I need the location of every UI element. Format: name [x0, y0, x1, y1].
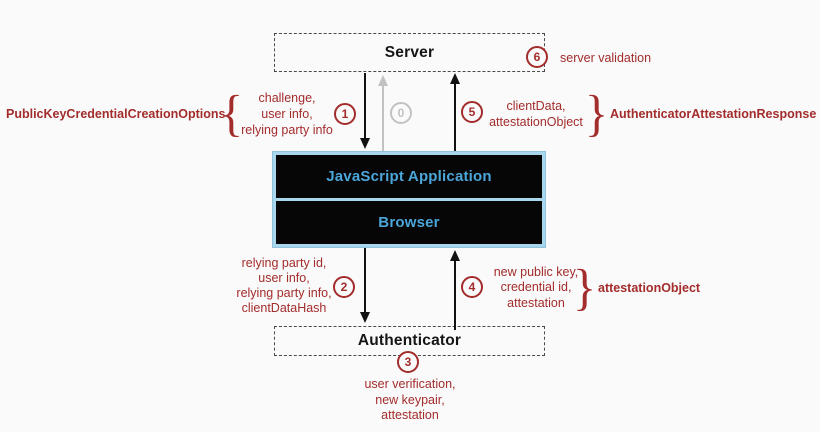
creation-options-items: challenge, user info, relying party info: [241, 90, 333, 137]
js-application-label: JavaScript Application: [326, 168, 492, 185]
attestation-response-label: AuthenticatorAttestationResponse: [610, 107, 817, 121]
step-6-badge: 6: [526, 46, 548, 68]
open-brace: {: [220, 85, 244, 142]
attestation-object-items: new public key, credential id, attestati…: [493, 264, 579, 310]
attestation-object-label: attestationObject: [598, 281, 701, 295]
js-application-box: JavaScript Application: [276, 155, 542, 198]
close-brace-top: }: [585, 85, 609, 142]
close-brace-bottom: }: [573, 259, 597, 316]
server-box: Server: [274, 33, 545, 72]
browser-box: Browser: [276, 201, 542, 244]
step-2-badge: 2: [333, 276, 355, 298]
step-3-badge: 3: [397, 351, 419, 373]
server-label: Server: [384, 43, 435, 61]
authenticator-actions: user verification, new keypair, attestat…: [364, 377, 456, 422]
step-1-badge: 1: [334, 103, 356, 125]
step-5-badge: 5: [461, 101, 483, 123]
authenticator-label: Authenticator: [357, 332, 462, 349]
server-validation-label: server validation: [560, 51, 652, 65]
client-stack-box: JavaScript Application Browser: [272, 151, 546, 248]
step-4-badge: 4: [461, 276, 483, 298]
browser-label: Browser: [378, 214, 440, 231]
step-0-badge: 0: [390, 102, 412, 124]
creation-options-label: PublicKeyCredentialCreationOptions: [6, 107, 226, 121]
authenticator-request-items: relying party id, user info, relying par…: [236, 256, 332, 315]
attestation-response-items: clientData, attestationObject: [489, 98, 583, 129]
